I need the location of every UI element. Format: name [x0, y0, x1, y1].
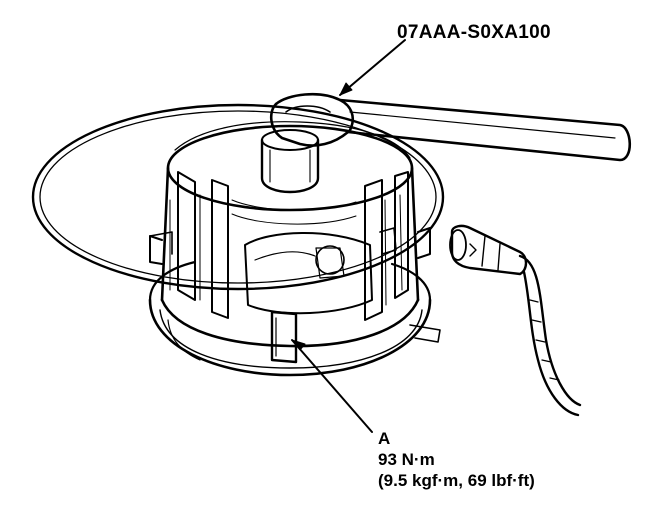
special-tool-wrench: [269, 92, 632, 162]
torque-value-nm: 93 N·m: [378, 450, 435, 469]
torque-value-alt: (9.5 kgf·m, 69 lbf·ft): [378, 471, 535, 490]
shading-hatch: [169, 194, 403, 306]
tank-flange-ring: [31, 103, 445, 291]
torque-callout: A 93 N·m (9.5 kgf·m, 69 lbf·ft): [378, 428, 535, 491]
lock-ring-body: [149, 121, 431, 364]
leader-lines: [291, 39, 406, 433]
center-boss: [260, 129, 320, 194]
special-tool-label: 07AAA-S0XA100: [397, 22, 551, 43]
callout-letter: A: [378, 429, 391, 448]
connector-harness: [449, 224, 582, 417]
